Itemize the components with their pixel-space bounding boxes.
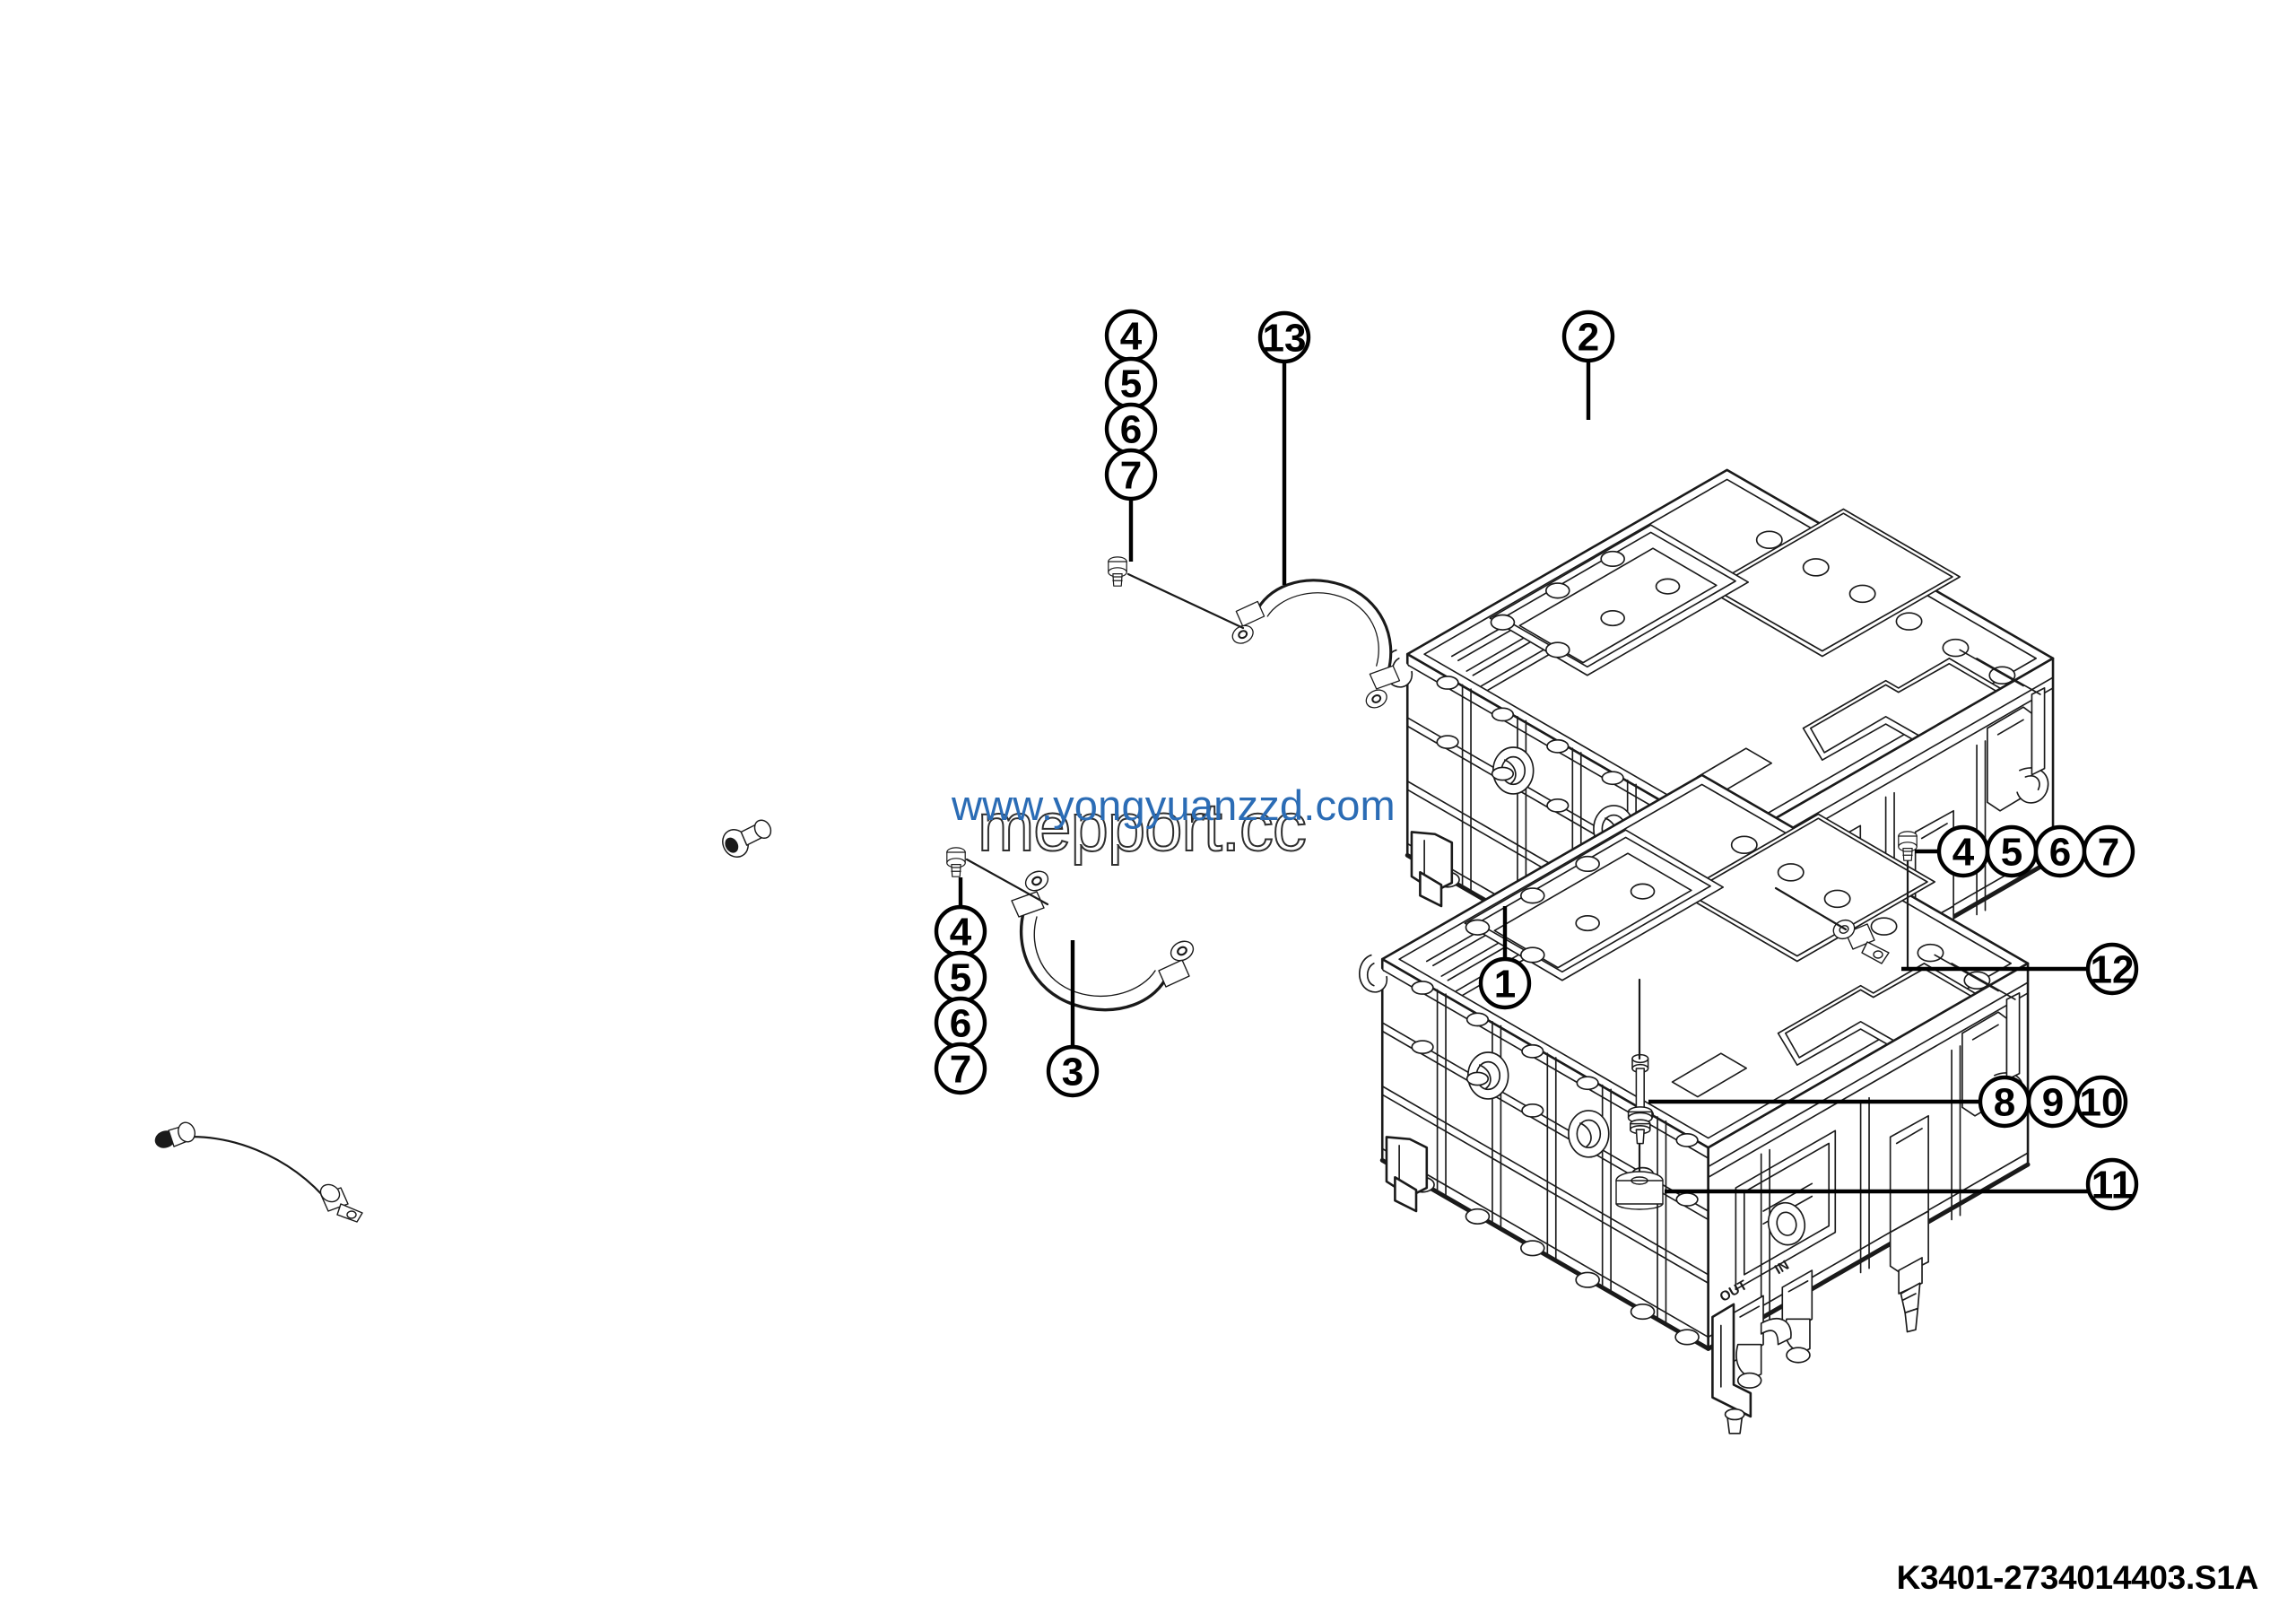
callout-7-lower[interactable]: 7 — [934, 1042, 987, 1095]
ground-cable-loose — [152, 1119, 364, 1224]
rubber-bushing-11 — [1615, 1171, 1664, 1210]
callout-1-label: 1 — [1494, 963, 1516, 1007]
callout-6-upper-label: 6 — [1120, 408, 1142, 452]
callout-3-label: 3 — [1062, 1051, 1083, 1094]
callout-10[interactable]: 10 — [2074, 1075, 2128, 1129]
callout-7-lower-label: 7 — [950, 1048, 971, 1092]
callout-13-label: 13 — [1263, 317, 1307, 361]
callout-11-label: 11 — [2092, 1164, 2134, 1208]
callout-6-lower-label: 6 — [950, 1002, 971, 1046]
callout-5-lower-label: 5 — [950, 956, 971, 1000]
callout-6-lower[interactable]: 6 — [934, 996, 987, 1050]
ground-strap-upper — [1228, 579, 1402, 713]
callout-2-label: 2 — [1578, 316, 1599, 360]
callout-4-lower[interactable]: 4 — [934, 904, 987, 958]
callout-5-right-label: 5 — [2001, 831, 2022, 875]
nut-pair-loose — [717, 816, 775, 863]
callout-7-upper-label: 7 — [1120, 454, 1142, 498]
callout-11[interactable]: 11 — [2085, 1157, 2139, 1211]
callout-7-upper[interactable]: 7 — [1104, 448, 1158, 501]
callout-6-right[interactable]: 6 — [2033, 824, 2087, 878]
callout-2[interactable]: 2 — [1561, 310, 1615, 363]
brand-watermark-outline: mepport.cc — [977, 789, 1308, 867]
callout-12[interactable]: 12 — [2085, 942, 2139, 996]
callout-7-right-label: 7 — [2098, 831, 2119, 875]
callout-1[interactable]: 1 — [1478, 956, 1532, 1010]
callout-4-upper-label: 4 — [1120, 315, 1143, 359]
callout-5-right[interactable]: 5 — [1985, 824, 2039, 878]
link-line-upper — [1126, 572, 1245, 630]
cable-to-lug-12 — [1774, 886, 1848, 931]
callout-4-upper[interactable]: 4 — [1104, 309, 1158, 362]
callout-4-lower-label: 4 — [950, 911, 972, 955]
callout-4-right[interactable]: 4 — [1936, 824, 1990, 878]
drawing-number: K3401-2734014403.S1A — [1896, 1559, 2259, 1596]
callout-layer: 1 2 3 4 5 6 — [934, 309, 2139, 1211]
callout-8[interactable]: 8 — [1978, 1075, 2031, 1129]
callout-5-upper-label: 5 — [1120, 362, 1142, 406]
bolt-upper-left — [1108, 556, 1127, 587]
callout-7-right[interactable]: 7 — [2082, 824, 2135, 878]
callout-5-upper[interactable]: 5 — [1104, 356, 1158, 410]
callout-5-lower[interactable]: 5 — [934, 950, 987, 1004]
callout-12-label: 12 — [2091, 948, 2135, 992]
bolt-lower-left — [946, 847, 966, 877]
callout-10-label: 10 — [2080, 1081, 2124, 1125]
ground-strap-lower — [1010, 866, 1198, 1012]
callout-6-right-label: 6 — [2049, 831, 2071, 875]
callout-8-label: 8 — [1994, 1081, 2015, 1125]
callout-6-upper[interactable]: 6 — [1104, 402, 1158, 456]
callout-9[interactable]: 9 — [2026, 1075, 2080, 1129]
link-line-lower — [965, 858, 1049, 906]
callout-3[interactable]: 3 — [1046, 1044, 1100, 1098]
callout-9-label: 9 — [2042, 1081, 2064, 1125]
callout-4-right-label: 4 — [1952, 831, 1975, 875]
callout-13[interactable]: 13 — [1257, 310, 1311, 364]
url-watermark-blue: www.yongyuanzzd.com — [952, 781, 1396, 829]
